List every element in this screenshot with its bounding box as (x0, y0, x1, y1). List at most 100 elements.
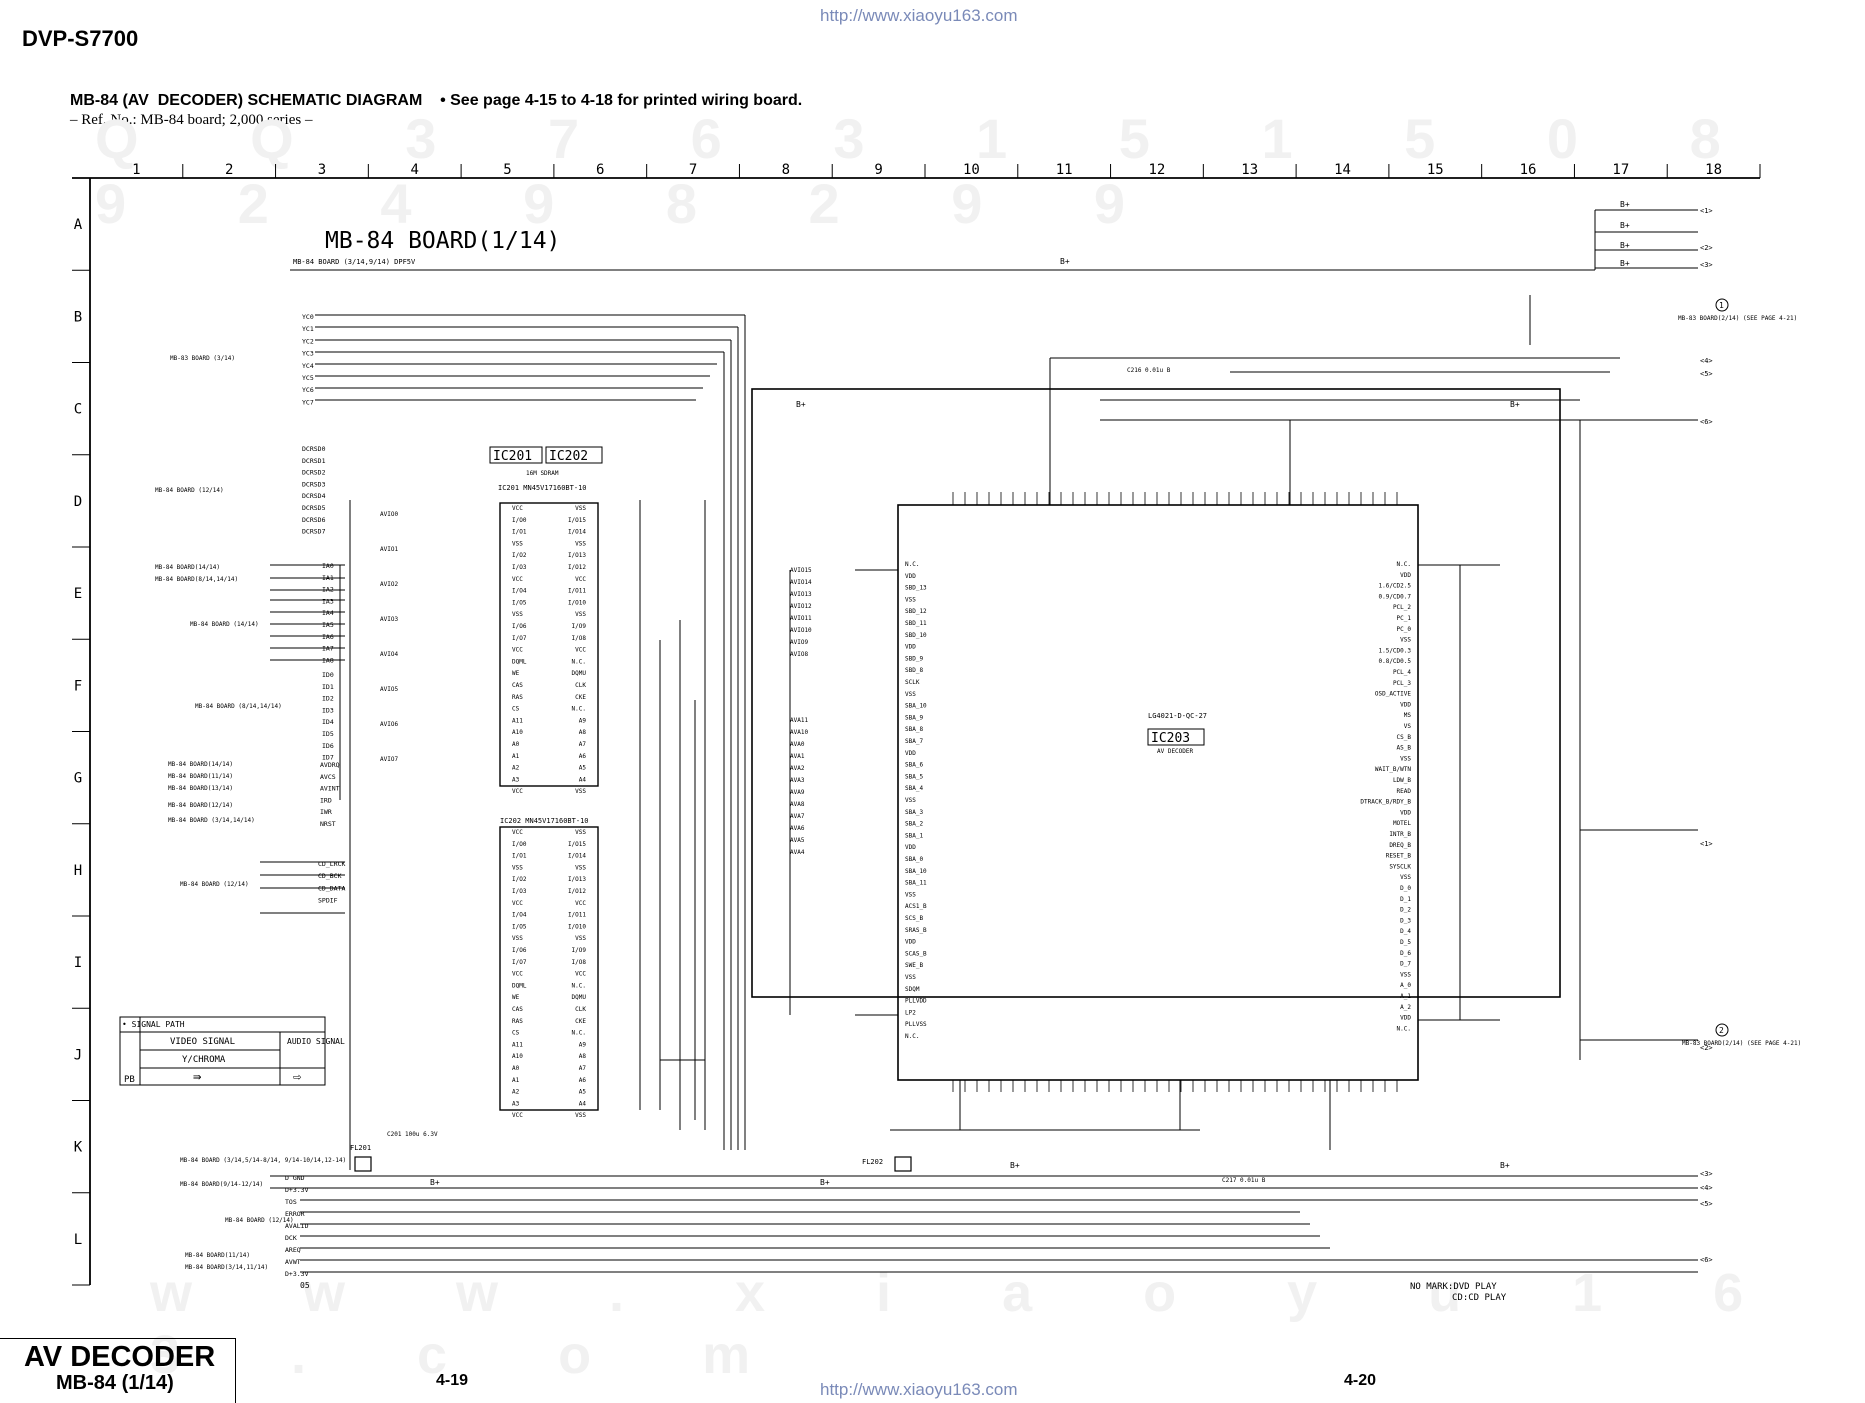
avio-net-label: AVIO13 (790, 591, 812, 598)
bplus-label: B+ (820, 1178, 830, 1187)
grid-column-label: 14 (1334, 162, 1351, 178)
ic203-pin-label: DREQ_B (1389, 842, 1411, 849)
ava-net-label: AVA0 (790, 741, 805, 748)
right-pin-label: <3> (1700, 1170, 1713, 1178)
ic203-pin-label: PC_1 (1397, 615, 1412, 622)
ram-pin-label: VSS (512, 540, 523, 547)
avio-net-label: AVIO7 (380, 756, 398, 763)
dcrsd-line-label: DCRSD1 (302, 457, 326, 465)
ram-pin-label: VCC (512, 647, 523, 654)
connector-label: MB-84 BOARD(12/14) (168, 802, 233, 809)
ram-pin-label: A6 (579, 753, 587, 760)
ic203-pin-label: VSS (905, 691, 916, 698)
ram-pin-label: I/O4 (512, 588, 527, 595)
ia-line-label: IA8 (322, 656, 334, 664)
ram-pin-label: A5 (579, 765, 587, 772)
ic203-pin-label: N.C. (1397, 561, 1411, 568)
ic203-pin-label: SBA_11 (905, 880, 927, 887)
ava-net-label: AVA5 (790, 837, 805, 844)
connector-label: MB-84 BOARD(11/14) (168, 773, 233, 780)
ram-pin-label: A1 (512, 753, 520, 760)
source-url-bottom[interactable]: http://www.xiaoyu163.com (820, 1380, 1018, 1399)
ia-line-label: IA4 (322, 609, 334, 617)
ic203-pin-label: SWE_B (905, 962, 923, 969)
connector-label: MB-84 BOARD (3/14,14/14) (168, 817, 255, 824)
ram-pin-label: A6 (579, 1077, 587, 1084)
ic203-pin-label: A_1 (1400, 993, 1411, 1000)
yc-line-label: YC0 (302, 313, 314, 321)
control-line-label: NRST (320, 820, 336, 828)
ic203-pin-label: D_2 (1400, 907, 1411, 914)
ic203-pin-label: VSS (905, 974, 916, 981)
ic203-pin-label: VDD (905, 844, 916, 851)
bplus-label: B+ (1510, 400, 1520, 409)
ram-pin-label: CS (512, 1030, 520, 1037)
ic203-pin-label: PC_0 (1397, 626, 1412, 633)
bottom-line-label: TOS (285, 1198, 297, 1206)
grid-column-label: 13 (1241, 162, 1258, 178)
board-title: MB-84 BOARD(1/14) (325, 228, 560, 254)
ram-pin-label: I/O1 (512, 529, 527, 536)
connector-label: MB-84 BOARD(14/14) (155, 564, 220, 571)
grid-row-label: K (74, 1140, 83, 1156)
ic203-right-pins: N.C.VDD1.6/CD2.50.9/CD0.7PCL_2PC_1PC_0VS… (1360, 561, 1411, 1032)
ic203-pin-label: VDD (1400, 809, 1411, 816)
yc-line-label: YC1 (302, 325, 314, 333)
ram-pin-label: VCC (512, 788, 523, 795)
grid-column-label: 10 (963, 162, 980, 178)
control-line-label: AVDRQ (320, 761, 340, 769)
ic203-pin-label: SBA_5 (905, 773, 923, 780)
ram-pin-label: I/O0 (512, 517, 527, 524)
ic203-pin-label: D_6 (1400, 950, 1411, 957)
video-arrow-icon: ⇛ (193, 1069, 201, 1085)
ram-pin-label: I/O15 (568, 517, 586, 524)
ram-pin-label: A9 (579, 717, 587, 724)
ram-pin-label: VSS (575, 935, 586, 942)
ram-pin-label: WE (512, 670, 520, 677)
ic203-pin-label: SCS_B (905, 915, 923, 922)
ic203-pin-label: D_4 (1400, 928, 1411, 935)
ic203-pin-label: SBA_9 (905, 714, 923, 721)
ram-pin-label: CLK (575, 1006, 586, 1013)
bottom-line-label: D GND (285, 1174, 305, 1182)
grid-row-label: D (74, 494, 82, 510)
ic203-pin-label: LP2 (905, 1009, 916, 1016)
grid-column-label: 8 (782, 162, 790, 178)
grid-column-label: 7 (689, 162, 697, 178)
ram-pin-label: I/O10 (568, 599, 586, 606)
model-number: DVP-S7700 (22, 26, 139, 51)
ram-pin-label: A3 (512, 776, 520, 783)
ic203-pin-label: SCLK (905, 679, 920, 686)
connector-label: MB-84 BOARD(13/14) (168, 785, 233, 792)
ram-pin-label: CKE (575, 694, 586, 701)
connector-label: MB-84 BOARD(14/14) (168, 761, 233, 768)
ram-pin-label: I/O12 (568, 888, 586, 895)
ram-pin-label: A2 (512, 765, 520, 772)
ram-pin-label: VCC (575, 971, 586, 978)
ic203-pin-label: PCL_3 (1393, 680, 1411, 687)
ram-pin-label: A10 (512, 1053, 523, 1060)
ram-pin-label: A9 (579, 1041, 587, 1048)
ava-net-label: AVA1 (790, 753, 805, 760)
ava-net-label: AVA2 (790, 765, 805, 772)
watermark-site: w w w . x i a o y u 1 6 3 . c o m (150, 1263, 1792, 1385)
grid-column-label: 12 (1149, 162, 1166, 178)
cd-line-label: CD_BCK (318, 872, 342, 880)
grid-column-label: 17 (1612, 162, 1629, 178)
ia-line-label: IA2 (322, 586, 334, 594)
source-url-top[interactable]: http://www.xiaoyu163.com (820, 6, 1018, 25)
ic203-pin-label: VSS (1400, 971, 1411, 978)
grid-row-label: J (74, 1047, 82, 1063)
ram-pin-label: A10 (512, 729, 523, 736)
ram-pin-label: VCC (575, 900, 586, 907)
connector-dpf5v: MB-84 BOARD (3/14,9/14) DPF5V (293, 258, 416, 266)
bplus-label: B+ (1620, 221, 1630, 230)
ic203-pin-label: 1.6/CD2.5 (1378, 583, 1411, 590)
footer-title: AV DECODER (24, 1341, 216, 1373)
bplus-label: B+ (1620, 241, 1630, 250)
ic203-pin-label: MS (1404, 712, 1412, 719)
id-line-label: ID4 (322, 718, 334, 726)
ram-pin-label: DQML (512, 982, 527, 989)
